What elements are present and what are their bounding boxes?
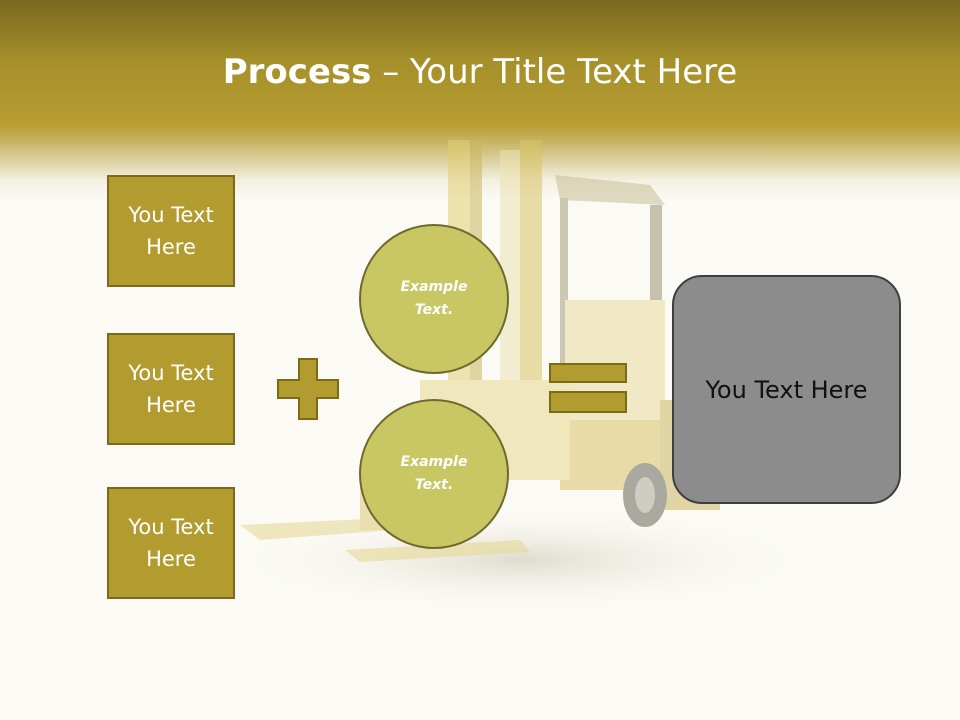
result-box[interactable]: You Text Here: [672, 275, 901, 504]
left-box-3[interactable]: You Text Here: [107, 487, 235, 599]
result-label: You Text Here: [705, 375, 868, 404]
example-circle-2[interactable]: Example Text.: [359, 399, 509, 549]
equals-icon: [549, 363, 627, 413]
left-box-label: You Text Here: [128, 361, 214, 417]
left-box-label: You Text Here: [128, 203, 214, 259]
title-bold: Process: [222, 52, 372, 92]
example-circle-1[interactable]: Example Text.: [359, 224, 509, 374]
plus-icon: [277, 358, 339, 420]
circle-label: Example Text.: [400, 454, 468, 493]
title-rest: – Your Title Text Here: [371, 52, 738, 92]
left-box-2[interactable]: You Text Here: [107, 333, 235, 445]
left-box-1[interactable]: You Text Here: [107, 175, 235, 287]
circle-label: Example Text.: [400, 279, 468, 318]
slide-title: Process – Your Title Text Here: [0, 52, 960, 92]
left-box-label: You Text Here: [128, 515, 214, 571]
